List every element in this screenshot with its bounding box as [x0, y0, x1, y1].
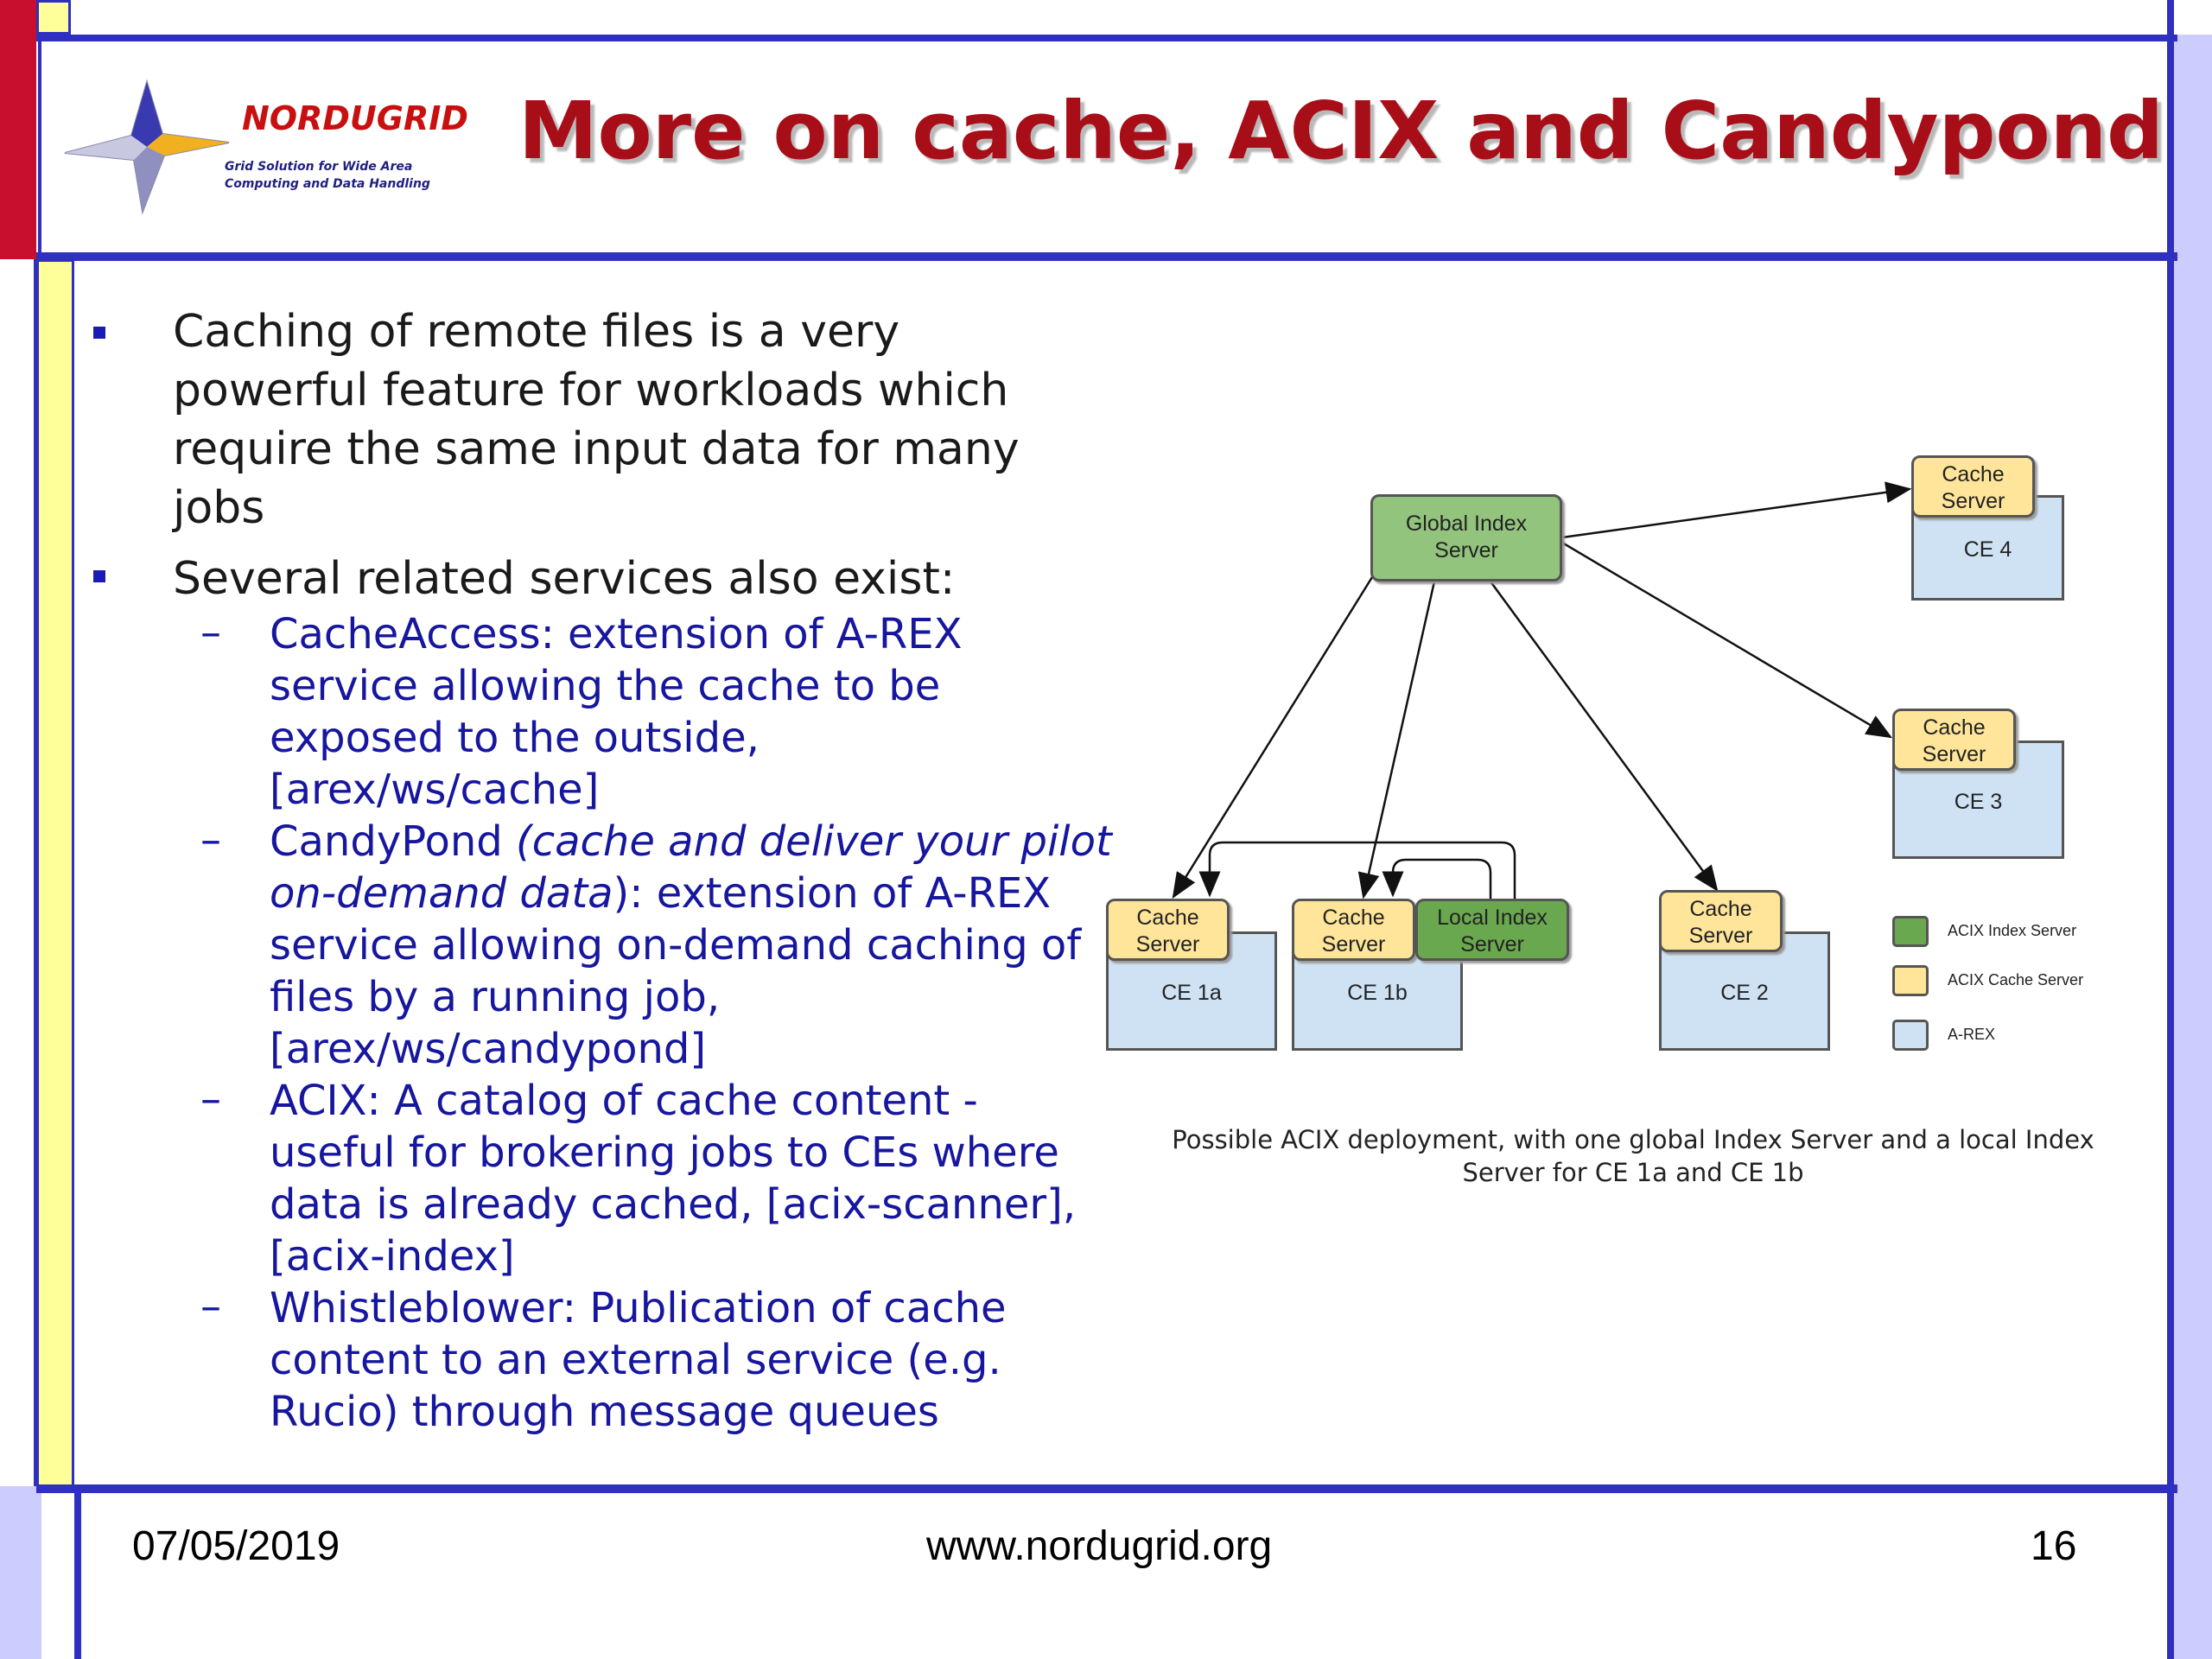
bullet-1-line-4: jobs — [173, 482, 265, 534]
ce-3: CE 3 — [1892, 741, 2064, 859]
sub-2-line-1-italic: (cache and deliver your pilot — [515, 817, 1112, 866]
bullet-2-line-1: Several related services also exist: — [173, 553, 956, 605]
sub-2-line-3: service allowing on-demand caching of — [270, 921, 1082, 969]
nordugrid-logo: NORDUGRID Grid Solution for Wide Area Co… — [60, 73, 468, 220]
frame-yellow-strip — [36, 259, 74, 1491]
sub-2-line-1-normal: CandyPond — [270, 817, 516, 866]
frame-yellow-top — [36, 0, 71, 35]
cache-server-ce3: Cache Server — [1892, 709, 2016, 771]
sub-4-line-1: Whistleblower: Publication of cache — [270, 1284, 1007, 1332]
sub-4-line-2: content to an external service (e.g. — [270, 1336, 1001, 1384]
legend-swatch-cache — [1892, 965, 1929, 996]
arrow-global-to-ce2 — [1489, 581, 1719, 893]
sub-2-line-5: [arex/ws/candypond] — [270, 1025, 707, 1073]
frame-left-line-2 — [38, 35, 41, 261]
frame-header-bottom — [36, 252, 2177, 261]
cache-label-1: Cache — [1322, 906, 1385, 930]
sub-2-line-2-italic: on-demand data — [270, 869, 613, 918]
ce-1b: CE 1b — [1292, 931, 1463, 1051]
footer-page-number: 16 — [2031, 1523, 2077, 1569]
ce-1b-label: CE 1b — [1347, 981, 1408, 1005]
frame-red-bar — [0, 0, 36, 259]
frame-left-line — [74, 1484, 81, 1659]
legend-label-cache: ACIX Cache Server — [1948, 971, 2084, 988]
ce-2-label: CE 2 — [1720, 981, 1769, 1005]
logo-tagline-2: Computing and Data Handling — [225, 177, 430, 191]
caption-line-2: Server for CE 1a and CE 1b — [1462, 1158, 1804, 1187]
arrow-global-to-ce4 — [1561, 481, 1912, 539]
ce-1a: CE 1a — [1106, 931, 1277, 1051]
arrow-local-to-ce1b — [1382, 858, 1492, 899]
sub-2-line-4: files by a running job, — [270, 973, 721, 1021]
footer-url[interactable]: www.nordugrid.org — [926, 1523, 1273, 1569]
ce-3-label: CE 3 — [1954, 790, 2003, 814]
arrow-global-to-ce1b — [1357, 581, 1436, 899]
sub-1-line-2: service allowing the cache to be — [270, 662, 941, 710]
cache-label-2: Server — [1135, 932, 1200, 957]
legend-swatch-index — [1892, 916, 1929, 947]
cache-label-2: Server — [1922, 742, 1986, 766]
sub-3-line-4: [acix-index] — [270, 1232, 515, 1281]
footer-date: 07/05/2019 — [132, 1523, 340, 1569]
ce-1a-label: CE 1a — [1161, 981, 1222, 1005]
bullet-1-line-3: require the same input data for many — [173, 423, 1020, 475]
sub-4-line-3: Rucio) through message queues — [270, 1388, 939, 1436]
ce-4: CE 4 — [1911, 495, 2064, 601]
cache-server-ce1b: Cache Server — [1292, 899, 1415, 961]
legend-label-arex: A-REX — [1948, 1026, 1996, 1043]
global-index-server: Global Index Server — [1370, 494, 1562, 582]
bullet-1-line-1: Caching of remote files is a very — [173, 306, 900, 358]
cache-label-1: Cache — [1923, 715, 1986, 740]
sub-1-line-3: exposed to the outside, — [270, 714, 760, 762]
legend-label-index: ACIX Index Server — [1948, 922, 2077, 939]
ce-2: CE 2 — [1659, 931, 1830, 1051]
local-index-label-1: Local Index — [1437, 906, 1548, 930]
frame-left-strip — [0, 259, 36, 1486]
bullet-1-line-2: powerful feature for workloads which — [173, 365, 1009, 416]
sub-2-line-1: CandyPond (cache and deliver your pilot — [270, 816, 1112, 868]
local-index-server: Local Index Server — [1415, 899, 1569, 961]
dash-marker: – — [200, 1075, 221, 1123]
logo-name: NORDUGRID — [242, 99, 468, 137]
cache-server-ce2: Cache Server — [1659, 890, 1783, 952]
cache-label-1: Cache — [1136, 906, 1199, 930]
sub-2-line-2-normal: ): extension of A-REX — [613, 869, 1052, 918]
local-index-label-2: Server — [1460, 932, 1524, 957]
diagram-caption: Possible ACIX deployment, with one globa… — [1158, 1123, 2108, 1189]
sub-2-line-2: on-demand data): extension of A-REX — [270, 868, 1051, 919]
arrow-global-to-ce3 — [1561, 541, 1893, 739]
caption-line-1: Possible ACIX deployment, with one globa… — [1172, 1125, 2094, 1154]
sub-1-line-4: [arex/ws/cache] — [270, 766, 600, 814]
sub-3-line-1: ACIX: A catalog of cache content - — [270, 1077, 978, 1125]
cache-server-ce4: Cache Server — [1911, 455, 2035, 518]
arrow-local-to-ce1a — [1198, 841, 1516, 899]
cache-label-2: Server — [1688, 924, 1753, 948]
cache-label-2: Server — [1321, 932, 1386, 957]
cache-label-1: Cache — [1942, 462, 2005, 486]
cache-label-2: Server — [1941, 489, 2005, 513]
frame-footer-top — [36, 1484, 2177, 1493]
page-title: More on cache, ACIX and Candypond — [518, 85, 2164, 177]
star-icon — [64, 79, 230, 215]
frame-top-bar — [36, 35, 2177, 41]
sub-3-line-2: useful for brokering jobs to CEs where — [270, 1128, 1059, 1177]
sub-1-line-1: CacheAccess: extension of A-REX — [270, 610, 963, 658]
dash-marker: – — [200, 608, 221, 657]
global-index-label-2: Server — [1434, 538, 1498, 563]
dash-marker: – — [200, 1282, 221, 1331]
global-index-label-1: Global Index — [1405, 512, 1528, 536]
bullet-marker — [93, 570, 105, 582]
cache-label-1: Cache — [1689, 897, 1752, 921]
arrow-global-to-ce1a — [1172, 576, 1374, 899]
logo-tagline-1: Grid Solution for Wide Area — [225, 160, 413, 174]
cache-server-ce1a: Cache Server — [1106, 899, 1230, 961]
legend-swatch-arex — [1892, 1020, 1929, 1051]
bullet-marker — [93, 327, 105, 339]
ce-4-label: CE 4 — [1963, 537, 2012, 562]
frame-lavender-bottom-left — [0, 1486, 41, 1659]
dash-marker: – — [200, 816, 221, 864]
frame-lavender-right — [2173, 35, 2212, 1659]
sub-3-line-3: data is already cached, [acix-scanner], — [270, 1180, 1077, 1229]
frame-top-right-line — [2167, 0, 2174, 1659]
